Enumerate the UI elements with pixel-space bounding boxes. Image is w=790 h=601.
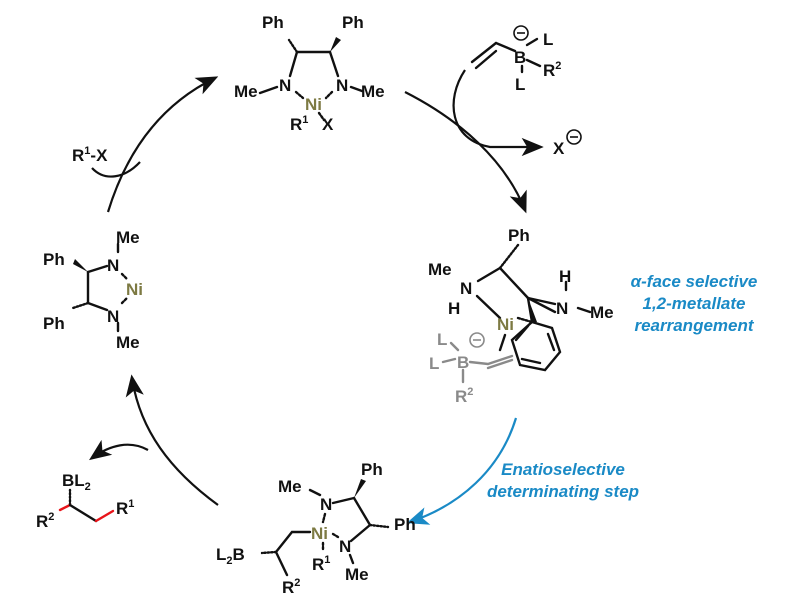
annotation-enantioselective-step: Enatioselective determinating step bbox=[487, 460, 639, 501]
label-n: N bbox=[336, 76, 348, 95]
arrow-top-to-right bbox=[404, 91, 527, 214]
label-me: Me bbox=[428, 260, 452, 279]
label-l: L bbox=[429, 354, 439, 373]
label-me: Me bbox=[345, 565, 369, 584]
new-bond bbox=[94, 509, 115, 523]
catalyst-left-ni: Me Ph N Ni N Ph Me bbox=[43, 228, 143, 352]
negative-charge-icon bbox=[566, 129, 582, 145]
new-bond bbox=[58, 503, 72, 512]
label-ph: Ph bbox=[43, 314, 65, 333]
label-r1: R1 bbox=[290, 114, 308, 134]
label-n: N bbox=[339, 537, 351, 556]
label-ph: Ph bbox=[361, 460, 383, 479]
annotation-metallate-step: α-face selective 1,2-metallate rearrange… bbox=[631, 272, 758, 335]
label-r2: R2 bbox=[543, 60, 561, 80]
label-h: H bbox=[448, 299, 460, 318]
label-me: Me bbox=[234, 82, 258, 101]
nickel-atom: Ni bbox=[126, 280, 143, 299]
label-n: N bbox=[107, 307, 119, 326]
label-boron: B bbox=[514, 48, 526, 67]
annotation-line: α-face selective bbox=[631, 272, 758, 291]
label-me: Me bbox=[116, 333, 140, 352]
label-l: L bbox=[437, 330, 447, 349]
label-n: N bbox=[460, 279, 472, 298]
arrow-product-out bbox=[89, 439, 149, 461]
negative-charge-icon bbox=[469, 332, 485, 348]
label-boryl: L2B bbox=[216, 545, 245, 567]
reagent-alkyl-halide: R1-X bbox=[72, 145, 108, 165]
label-me: Me bbox=[116, 228, 140, 247]
label-r1: R1 bbox=[312, 554, 330, 574]
boronate-reagent: B L L R2 bbox=[470, 25, 561, 94]
label-r2: R2 bbox=[282, 577, 300, 597]
arrow-oxidative-addition-in bbox=[91, 161, 141, 178]
label-ph: Ph bbox=[508, 226, 530, 245]
label-l: L bbox=[515, 75, 525, 94]
label-n: N bbox=[107, 256, 119, 275]
negative-charge-icon bbox=[513, 25, 529, 41]
intermediate-alkyl-nickel: Ph Ph Me N Ni N Me R1 L2B R2 bbox=[216, 460, 416, 597]
label-ph: Ph bbox=[342, 13, 364, 32]
label-me: Me bbox=[590, 303, 614, 322]
intermediate-metallate: Ph Me N H H N Me Ni L L B R2 bbox=[428, 226, 614, 406]
product-alkylboronate: BL2 R2 R1 bbox=[36, 471, 134, 531]
cycle-arrows bbox=[89, 69, 544, 525]
label-n: N bbox=[556, 299, 568, 318]
arrow-enantioselective-step bbox=[406, 417, 518, 525]
label-l: L bbox=[543, 30, 553, 49]
arrow-left-to-top bbox=[106, 76, 219, 213]
label-ph: Ph bbox=[394, 515, 416, 534]
arrow-bottom-to-left bbox=[125, 374, 219, 506]
label-x: X bbox=[553, 139, 565, 158]
label-me: Me bbox=[361, 82, 385, 101]
label-n: N bbox=[279, 76, 291, 95]
label-boron: B bbox=[457, 353, 469, 372]
annotation-line: 1,2-metallate bbox=[643, 294, 746, 313]
label-x: X bbox=[322, 115, 334, 134]
annotation-line: rearrangement bbox=[634, 316, 754, 335]
nickel-atom: Ni bbox=[311, 524, 328, 543]
leaving-anion: X bbox=[553, 129, 582, 158]
label-n: N bbox=[320, 495, 332, 514]
label-boryl: BL2 bbox=[62, 471, 91, 493]
label-ph: Ph bbox=[262, 13, 284, 32]
label-r2: R2 bbox=[455, 386, 473, 406]
nickel-atom: Ni bbox=[497, 315, 514, 334]
annotation-line: Enatioselective bbox=[501, 460, 625, 479]
catalyst-top-nix: Ph Ph N N Me Me Ni R1 X bbox=[234, 13, 385, 134]
arrow-boronate-in bbox=[452, 69, 544, 157]
annotation-line: determinating step bbox=[487, 482, 639, 501]
label-r2: R2 bbox=[36, 511, 54, 531]
label-me: Me bbox=[278, 477, 302, 496]
label-ph: Ph bbox=[43, 250, 65, 269]
label-r1: R1 bbox=[116, 498, 134, 518]
nickel-atom: Ni bbox=[305, 95, 322, 114]
label-h: H bbox=[559, 267, 571, 286]
